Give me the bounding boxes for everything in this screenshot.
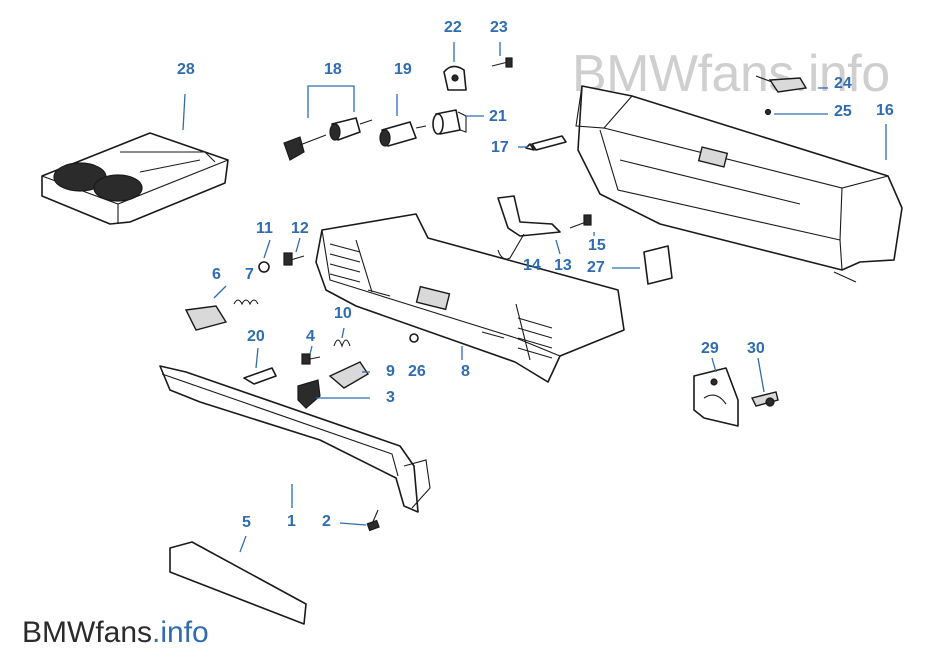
callout-11: 11 [256,220,273,237]
part-17-pin [525,135,567,151]
watermark-brand: BMWfans [22,616,153,649]
part-20-hook [243,367,277,385]
callout-7: 7 [245,266,254,283]
callout-1: 1 [287,513,296,530]
callout-2: 2 [322,513,331,530]
part-1-glove-box-lid [159,365,431,513]
part-24-clip [755,75,808,93]
part-5-trim-strip [169,541,307,625]
part-25-washer [764,108,772,116]
callout-28: 28 [177,61,195,78]
part-21-bushing [432,109,467,135]
callout-6: 6 [212,266,221,283]
part-2-screw [366,509,380,532]
watermark-tld: .info [152,616,209,649]
callout-16: 16 [876,102,894,119]
callout-13: 13 [554,257,572,274]
callout-15: 15 [588,237,606,254]
part-10-spring [333,339,351,348]
callout-3: 3 [386,389,395,406]
callout-17: 17 [491,139,509,156]
callout-12: 12 [291,220,309,237]
callout-26: 26 [408,363,426,380]
part-12-screw [283,252,305,266]
callout-23: 23 [490,19,508,36]
watermark-bottom: BMWfans.info [22,616,209,650]
part-6-latch-button [184,305,228,331]
part-14-spring-wire [497,233,525,260]
callout-14: 14 [523,257,541,274]
part-9-latch-plate [328,361,369,389]
callout-22: 22 [444,19,462,36]
callout-19: 19 [394,61,412,78]
callout-25: 25 [834,103,852,120]
watermark-top: BMWfans.info [572,45,890,103]
callout-4: 4 [306,328,315,345]
callout-9: 9 [386,363,395,380]
part-13-bracket [497,195,561,237]
part-18-key-lock [283,117,373,161]
part-27-clip [643,245,673,285]
part-8-dash-panel [315,213,625,383]
part-4-screw [301,353,321,365]
part-16-glove-box-housing [575,85,903,283]
callout-27: 27 [587,259,605,276]
leader-lines [182,42,887,553]
callout-30: 30 [747,340,765,357]
callout-5: 5 [242,514,251,531]
part-3-latch [297,379,321,409]
callout-24: 24 [834,75,852,92]
part-7-spring [233,299,259,306]
part-26-washer [409,333,419,343]
part-11-nut [258,261,270,273]
part-15-screw [569,214,592,229]
part-19-lock-cylinder [379,121,427,147]
callout-20: 20 [247,328,265,345]
part-28-cup-holder [41,132,229,225]
callout-8: 8 [461,363,470,380]
callout-18: 18 [324,61,342,78]
callout-10: 10 [334,305,352,322]
part-30-screw [750,391,779,407]
part-23-screw [491,57,513,68]
callout-29: 29 [701,340,719,357]
part-29-bracket [693,367,739,427]
callout-21: 21 [489,108,507,125]
